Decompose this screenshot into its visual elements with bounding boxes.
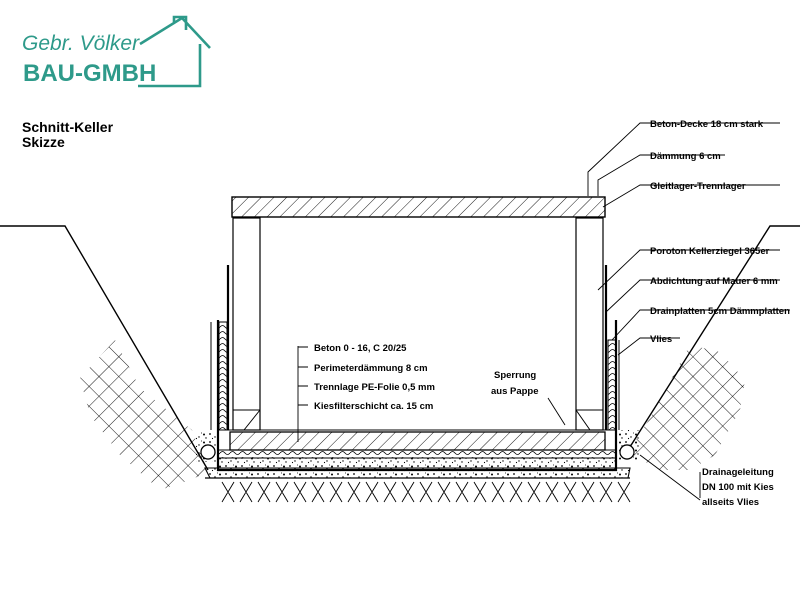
label-drainage-line2: DN 100 mit Kies [702,482,774,493]
logo-company-name: Gebr. Völker [22,32,140,55]
drain-board-right [607,339,617,431]
label-perimeter: Perimeterdämmung 8 cm [314,363,428,374]
house-roof-icon [138,15,211,88]
label-drainplatten: Drainplatten 5cm Dämmplatten [650,306,790,317]
ceiling-slab [231,196,606,218]
excavation-pit [0,225,800,503]
ground-line-left [0,225,209,471]
floor-slab [229,431,606,451]
label-sperrung-line1: Sperrung [494,370,536,381]
label-gleitlager: Gleitlager-Trennlager [650,181,746,192]
gravel-filter-layer [217,457,617,469]
label-beton-decke: Beton-Decke 18 cm stark [650,119,764,130]
company-logo: Gebr. Völker BAU-GMBH [22,15,211,88]
label-drainage-line3: allseits Vlies [702,497,759,508]
drawing-title: Schnitt-Keller [22,119,114,135]
logo-company-type: BAU-GMBH [23,60,156,87]
label-sperrung-line2: aus Pappe [491,386,539,397]
label-trennlage: Trennlage PE-Folie 0,5 mm [314,382,435,393]
label-vlies: Vlies [650,334,672,345]
wall-right [575,217,604,431]
label-poroton: Poroton Kellerziegel 365er [650,246,770,257]
drawing-subtitle: Skizze [22,134,65,150]
label-drainage-line1: Drainageleitung [702,467,774,478]
soil-hatch-right [628,345,745,470]
label-abdichtung: Abdichtung auf Mauer 6 mm [650,276,778,287]
label-daemmung: Dämmung 6 cm [650,151,721,162]
perimeter-insulation-layer [217,449,617,459]
basement-walls [210,217,620,431]
label-beton-boden: Beton 0 - 16, C 20/25 [314,343,407,354]
soil-hatch-left [80,340,208,490]
subsoil-hatch [221,481,631,503]
leader-lines [297,122,790,501]
wall-left [232,217,261,431]
drain-board-left [218,321,228,431]
label-kiesfilter: Kiesfilterschicht ca. 15 cm [314,401,433,412]
foundation [204,320,631,479]
